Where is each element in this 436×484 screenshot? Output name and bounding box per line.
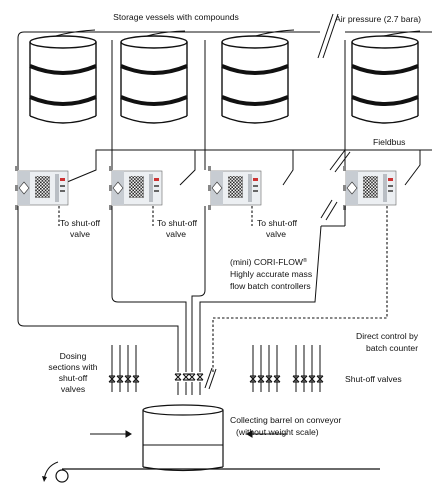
- cori-registered-mark: ®: [303, 257, 307, 264]
- to-shutoff-3-line1: To shut-off: [257, 218, 298, 228]
- manifold-valves: [174, 367, 217, 395]
- direct-control-line2: batch counter: [366, 343, 418, 353]
- dosing-label-line3: shut-off: [59, 373, 88, 383]
- to-shutoff-2-line1: To shut-off: [157, 218, 198, 228]
- barrel-label-line2: (without weight scale): [236, 427, 319, 437]
- conveyor-arrow-right: [90, 430, 132, 438]
- flow-controller-2: [108, 165, 163, 211]
- air-break-mark: [317, 13, 339, 59]
- cori-label-line1: (mini) CORI-FLOW®: [230, 257, 307, 267]
- to-shutoff-1-line2: valve: [70, 229, 90, 239]
- storage-vessel-2: [119, 34, 189, 125]
- flow-controller-1: [14, 165, 69, 211]
- outlet-pipes: [17, 206, 346, 372]
- conveyor-arrow-left: [246, 430, 287, 438]
- conveyor-belt: [42, 461, 380, 483]
- cori-label-line3: flow batch controllers: [230, 281, 311, 291]
- collecting-barrel: [142, 404, 224, 472]
- dosing-label-line4: valves: [61, 384, 85, 394]
- shutoff-valves-label: Shut-off valves: [345, 374, 402, 384]
- direct-control-line1: Direct control by: [356, 331, 419, 341]
- shutoff-valves-right: [249, 345, 324, 392]
- storage-vessel-1: [28, 34, 98, 125]
- dosing-valves-left: [108, 345, 140, 392]
- dosing-label-line1: Dosing: [60, 351, 87, 361]
- storage-vessel-4: [350, 34, 420, 125]
- controller-break-mark: [320, 199, 338, 221]
- air-pressure-label: Air pressure (2.7 bara): [335, 14, 421, 24]
- barrel-label-line1: Collecting barrel on conveyor: [230, 415, 341, 425]
- fieldbus-label: Fieldbus: [373, 137, 405, 147]
- dosing-label-line2: sections with: [48, 362, 97, 372]
- to-shutoff-2-line2: valve: [166, 229, 186, 239]
- shutoff-signal-lines: [58, 206, 388, 372]
- cori-label-line2: Highly accurate mass: [230, 269, 312, 279]
- storage-label: Storage vessels with compounds: [113, 12, 239, 22]
- to-shutoff-3-line2: valve: [266, 229, 286, 239]
- vessel-to-controller-pipes: [17, 40, 346, 170]
- to-shutoff-1-line1: To shut-off: [60, 218, 101, 228]
- flow-controller-4: [342, 165, 397, 211]
- cori-label-text: (mini) CORI-FLOW: [230, 257, 304, 267]
- fieldbus-line: [59, 149, 432, 186]
- storage-vessel-3: [220, 34, 290, 125]
- flow-controller-3: [207, 165, 262, 211]
